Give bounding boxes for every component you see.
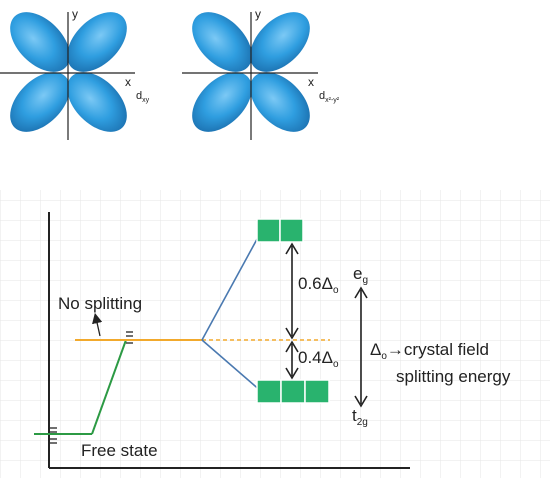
eg-split-line (201, 229, 263, 341)
dx2y2-lobe-upper-right (250, 12, 310, 72)
dxy-label-sub: xy (142, 97, 150, 104)
t2g-sub: 2g (357, 417, 368, 428)
dx2y2-label-main: d (319, 90, 325, 102)
dxy-lobes (10, 12, 127, 132)
dxy-label-main: d (136, 90, 142, 102)
lower-gap-sub: o (333, 359, 339, 370)
description-line-1: Δo→crystal field (370, 340, 489, 362)
upper-gap-sub: o (333, 285, 339, 296)
dxy-lobe-lower-left (10, 72, 70, 132)
dxy-orbital-label: dxy (136, 90, 150, 104)
description-line-2: splitting energy (396, 367, 511, 386)
dx2y2-axis-x-label: x (308, 75, 314, 89)
eg-sub: g (362, 275, 368, 286)
rise-line (91, 339, 127, 435)
no-splitting-label: No splitting (58, 294, 142, 313)
t2g-box (304, 379, 330, 404)
eg-orbital-boxes (256, 218, 304, 243)
dxy-lobe-upper-right (67, 12, 127, 72)
free-state-ticks (50, 427, 57, 444)
t2g-box (280, 379, 306, 404)
eg-main: e (353, 264, 362, 283)
desc-line1-rest: →crystal field (387, 340, 489, 359)
t2g-main: t (352, 406, 357, 425)
dxy-lobe-upper-left (10, 12, 70, 72)
no-splitting-pointer (92, 312, 103, 337)
dxy-axis-y-label: y (72, 7, 78, 21)
no-splitting-ticks (126, 331, 133, 344)
upper-gap-coef: 0.6 (298, 274, 322, 293)
total-splitting-arrow (354, 286, 368, 408)
upper-gap-label: 0.6Δo (298, 274, 339, 296)
desc-delta-sub: o (381, 351, 387, 362)
desc-delta: Δ (370, 340, 381, 359)
lower-gap-coef: 0.4 (298, 348, 322, 367)
dxy-axis-x-label: x (125, 75, 131, 89)
dx2y2-label-sub: x²-y² (325, 97, 340, 104)
dx2y2-axis-y-label: y (255, 7, 261, 21)
dxy-lobe-lower-right (67, 72, 127, 132)
eg-box (279, 218, 304, 243)
dx2y2-lobe-lower-left (192, 72, 252, 132)
orbital-dxy: y x dxy (0, 7, 150, 140)
free-state-label: Free state (81, 441, 158, 460)
lower-gap-arrow (285, 340, 299, 380)
upper-gap-delta: Δ (322, 274, 333, 293)
lower-gap-label: 0.4Δo (298, 348, 339, 370)
eg-box (256, 218, 281, 243)
eg-label: eg (353, 264, 368, 286)
t2g-split-line (201, 339, 263, 393)
dx2y2-lobe-lower-right (250, 72, 310, 132)
dx2y2-lobes (192, 12, 310, 132)
upper-gap-arrow (285, 242, 299, 340)
orbital-dx2y2: y x dx²-y² (182, 7, 340, 140)
dx2y2-orbital-label: dx²-y² (319, 90, 340, 104)
t2g-box (256, 379, 282, 404)
t2g-orbital-boxes (256, 379, 330, 404)
lower-gap-delta: Δ (322, 348, 333, 367)
dx2y2-lobe-upper-left (192, 12, 252, 72)
t2g-label: t2g (352, 406, 368, 428)
